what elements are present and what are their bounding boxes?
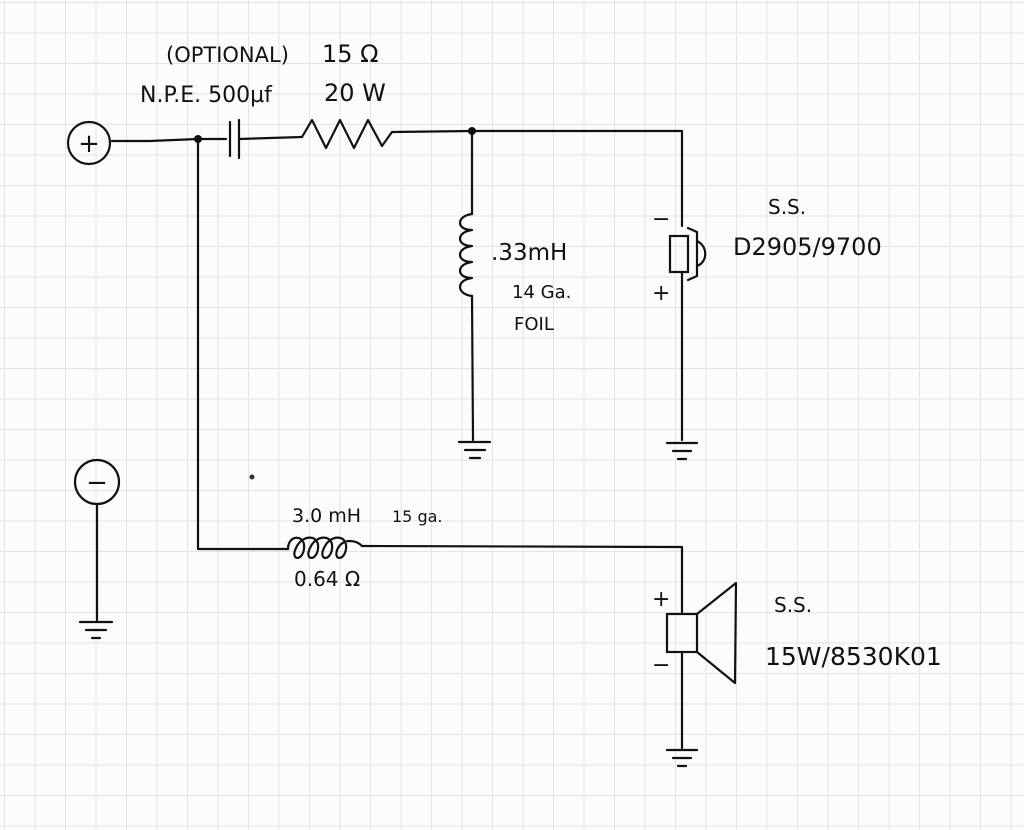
woofer-minus-label: − (652, 653, 670, 678)
tweeter-coil-type-label: FOIL (514, 314, 554, 335)
woofer-plus-label: + (652, 587, 670, 612)
woofer-speaker-symbol (665, 581, 738, 685)
resistor-symbol (300, 118, 394, 150)
woofer-brand-label: S.S. (774, 593, 812, 617)
woofer-model-label: 15W/8530K01 (765, 642, 942, 671)
tweeter-brand-label: S.S. (768, 195, 806, 219)
tweeter-coil-value-label: .33mH (491, 240, 567, 266)
woofer-coil-symbol (286, 536, 364, 559)
woofer-coil-resistance-label: 0.64 Ω (294, 567, 360, 591)
woofer-coil-gauge-label: 15 ga. (392, 507, 443, 526)
ground-symbol-woofer (665, 748, 699, 768)
tweeter-plus-label: + (652, 281, 670, 306)
tweeter-branch-wire-bottom (470, 294, 475, 442)
ground-symbol-negative (78, 620, 114, 640)
cap-to-resistor-wire (237, 135, 304, 141)
ground-symbol-tweeter (665, 441, 699, 461)
negative-terminal-sign: − (86, 468, 108, 498)
tweeter-minus-label: − (652, 207, 670, 232)
ground-symbol-coil (457, 440, 492, 460)
resistor-power-label: 20 W (324, 79, 386, 107)
negative-terminal: − (73, 458, 121, 506)
positive-terminal-sign: + (78, 129, 100, 159)
woofer-feed-wire (196, 137, 290, 551)
tweeter-coil-gauge-label: 14 Ga. (512, 282, 571, 303)
capacitor-spec-label: N.P.E. 500µf (140, 83, 273, 108)
resistor-value-label: 15 Ω (322, 40, 379, 68)
tweeter-coil-symbol (458, 212, 474, 298)
capacitor-note-label: (OPTIONAL) (166, 43, 289, 67)
stray-mark (249, 474, 255, 480)
tweeter-speaker-symbol (668, 226, 707, 282)
resistor-to-node-wire (390, 129, 684, 134)
positive-terminal: + (66, 120, 112, 166)
woofer-coil-value-label: 3.0 mH (292, 505, 361, 527)
tweeter-model-label: D2905/9700 (733, 233, 882, 261)
capacitor-symbol (228, 118, 241, 160)
input-wire (110, 137, 228, 143)
woofer-positive-wire (360, 544, 684, 614)
